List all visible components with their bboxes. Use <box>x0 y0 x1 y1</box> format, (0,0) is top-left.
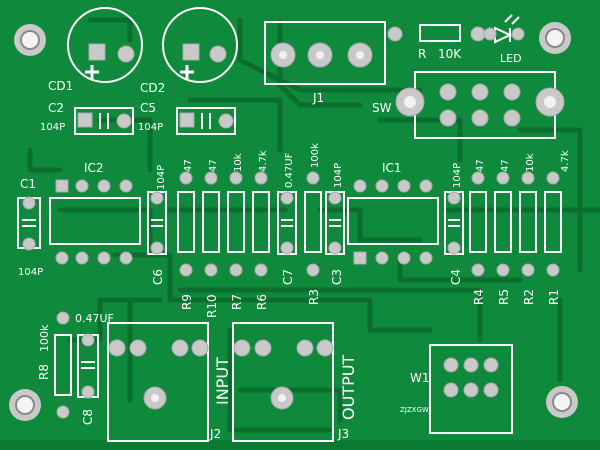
r1-value: 4.7k <box>560 150 571 172</box>
r-outline <box>419 24 461 42</box>
j1-outline <box>264 21 386 85</box>
w1-outline <box>429 344 513 434</box>
mounting-holes <box>9 22 578 421</box>
ic1-outline <box>347 197 439 245</box>
r-label: R <box>418 47 426 61</box>
c5-value: 104P <box>138 122 163 133</box>
j2-label: J2 <box>209 427 221 441</box>
c7-label: C7 <box>281 269 295 285</box>
c8-label: C8 <box>81 409 95 425</box>
maker-mark: ZJZXGWJ <box>400 406 431 414</box>
c8-value: 0.47UF <box>75 312 114 325</box>
c4-value: 104P <box>452 163 463 188</box>
polarity-marks <box>85 65 194 79</box>
c3-value: 104P <box>333 163 344 188</box>
board-edge-shadow <box>0 440 600 450</box>
r2-label: R2 <box>522 289 536 305</box>
c2-value: 104P <box>40 122 65 133</box>
cd1-outline <box>67 7 143 83</box>
j2-outline <box>107 322 209 442</box>
c1-label: C1 <box>20 177 36 191</box>
r9-value: 47 <box>183 159 194 172</box>
r10-value: 47 <box>208 159 219 172</box>
r2-value: 10k <box>525 153 536 172</box>
c2-outline <box>74 107 134 135</box>
r-value: 10K <box>438 47 462 61</box>
r6-value: 4.7k <box>258 150 269 172</box>
r7-value: 10k <box>233 153 244 172</box>
j3-label: J3 <box>337 427 349 441</box>
input-label: INPUT <box>213 357 232 405</box>
output-label: OUTPUT <box>339 355 358 420</box>
cd2-outline <box>162 7 238 83</box>
j3-outline <box>232 322 334 442</box>
w1-label: W1 <box>410 371 430 385</box>
r9-label: R9 <box>180 294 194 310</box>
c5-label: C5 <box>140 101 156 115</box>
c4-label: C4 <box>449 269 463 285</box>
r8-label: R8 <box>37 364 51 380</box>
r1-label: R1 <box>547 289 561 305</box>
r8-outline <box>54 334 72 396</box>
r3-label: R3 <box>307 289 321 305</box>
c6-label: C6 <box>151 269 165 285</box>
c5-outline <box>176 107 236 135</box>
c2-label: C2 <box>48 101 64 115</box>
j1-label: J1 <box>312 91 324 105</box>
ic2-label: IC2 <box>84 161 104 175</box>
c7-value: 0.47UF <box>284 152 295 188</box>
r5-label: R5 <box>497 289 511 305</box>
cap-symbols <box>22 113 460 369</box>
r6-label: R6 <box>255 294 269 310</box>
r8-value: 100k <box>38 324 51 352</box>
cd2-label: CD2 <box>140 81 165 95</box>
c3-label: C3 <box>330 269 344 285</box>
r4-value: 47 <box>475 159 486 172</box>
cd1-label: CD1 <box>48 79 73 93</box>
ic2-outline <box>49 197 141 245</box>
r4-label: R4 <box>472 289 486 305</box>
c6-value: 104P <box>156 165 167 190</box>
led-label: LED <box>500 52 522 65</box>
sw-label: SW <box>372 101 392 115</box>
r7-label: R7 <box>230 294 244 310</box>
silkscreen-text: CD1 CD2 C2 104P C5 104P J1 R 10K LED SW … <box>18 47 571 441</box>
r3-value: 100k <box>310 143 321 168</box>
r5-value: 47 <box>500 159 511 172</box>
ic1-label: IC1 <box>382 161 402 175</box>
c1-value: 104P <box>18 267 43 278</box>
r10-label: R10 <box>205 294 219 318</box>
drill-holes <box>151 51 556 402</box>
